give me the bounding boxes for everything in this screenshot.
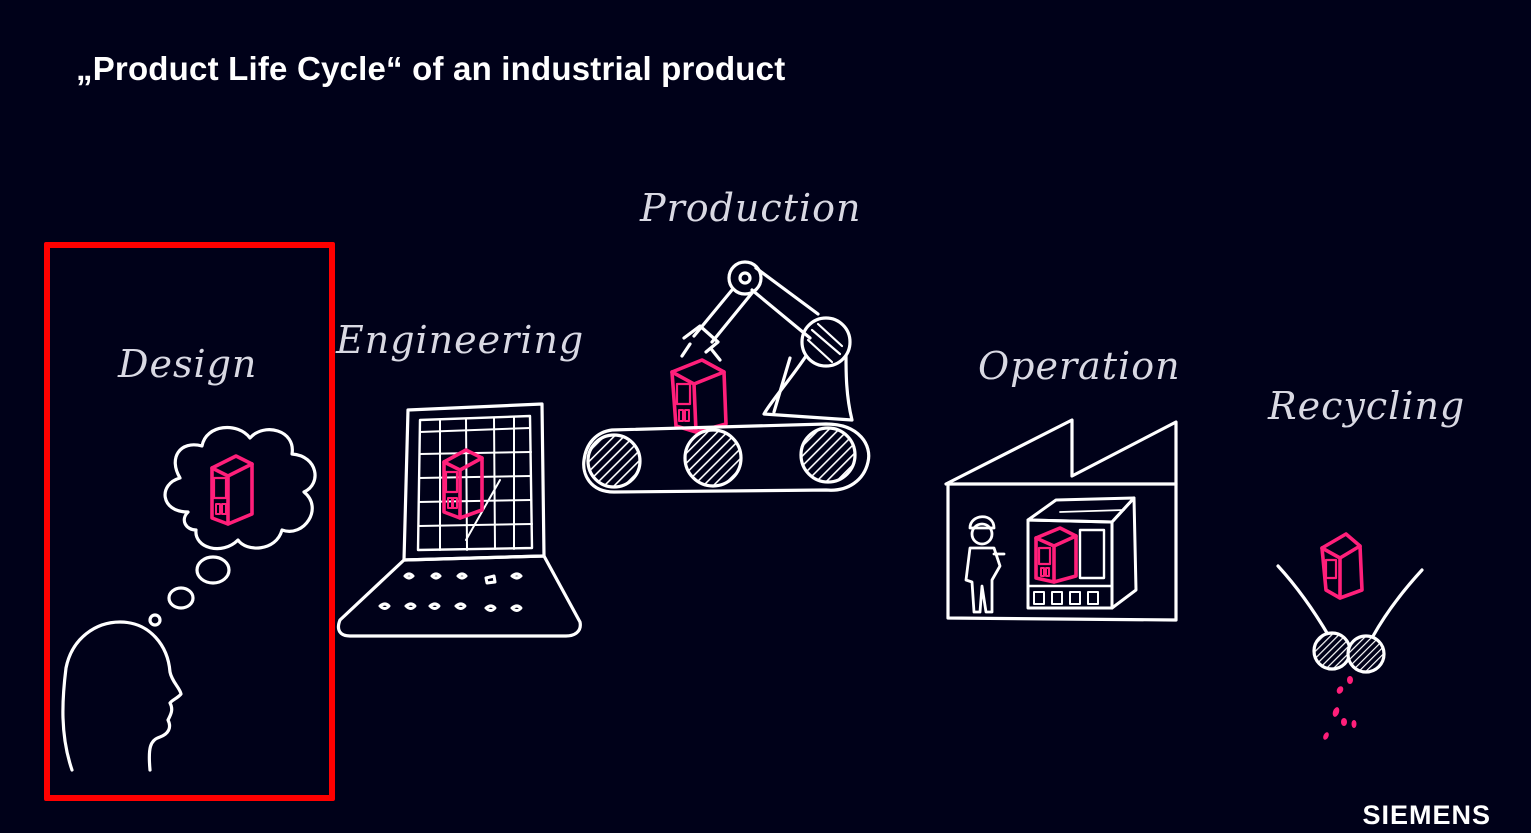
slide-title: „Product Life Cycle“ of an industrial pr… bbox=[76, 50, 786, 87]
conveyor-belt-icon bbox=[582, 422, 871, 494]
conveyor-roller-icon bbox=[799, 426, 857, 484]
engineering-illustration bbox=[336, 402, 582, 638]
machine-icon bbox=[1026, 496, 1138, 610]
product-box-icon bbox=[210, 454, 254, 526]
shredder-roller-icon bbox=[1346, 634, 1386, 674]
laptop-keyboard-icon bbox=[336, 554, 582, 638]
stage-label-operation: Operation bbox=[978, 344, 1181, 388]
thought-cloud-icon bbox=[163, 425, 317, 551]
keyboard-keys bbox=[378, 572, 523, 612]
thought-dot-icon bbox=[167, 586, 195, 610]
conveyor-roller-icon bbox=[586, 433, 642, 489]
recycling-illustration bbox=[1276, 532, 1424, 740]
shredded-particles-icon bbox=[1323, 676, 1357, 740]
stage-label-design: Design bbox=[118, 342, 258, 386]
stage-label-production: Production bbox=[640, 186, 862, 230]
stage-label-recycling: Recycling bbox=[1268, 384, 1466, 428]
production-illustration bbox=[582, 260, 871, 494]
shredder-roller-icon bbox=[1312, 631, 1352, 671]
operation-illustration bbox=[944, 418, 1178, 622]
robot-arm-icon bbox=[680, 260, 854, 422]
worker-icon bbox=[964, 515, 1006, 614]
design-illustration bbox=[61, 425, 317, 772]
product-box-icon bbox=[442, 448, 484, 520]
product-box-icon bbox=[1034, 526, 1078, 584]
product-box-icon bbox=[1320, 532, 1364, 600]
conveyor-roller-icon bbox=[683, 428, 743, 488]
factory-hall-icon bbox=[944, 418, 1178, 486]
siemens-logo: SIEMENS bbox=[1362, 800, 1491, 830]
head-silhouette-icon bbox=[61, 620, 183, 772]
thought-dot-icon bbox=[195, 555, 231, 585]
product-box-icon bbox=[670, 358, 728, 434]
cad-grid-icon bbox=[418, 416, 533, 551]
thought-dot-icon bbox=[148, 613, 162, 627]
design-highlight-frame bbox=[44, 242, 335, 801]
stage-label-engineering: Engineering bbox=[336, 318, 585, 362]
